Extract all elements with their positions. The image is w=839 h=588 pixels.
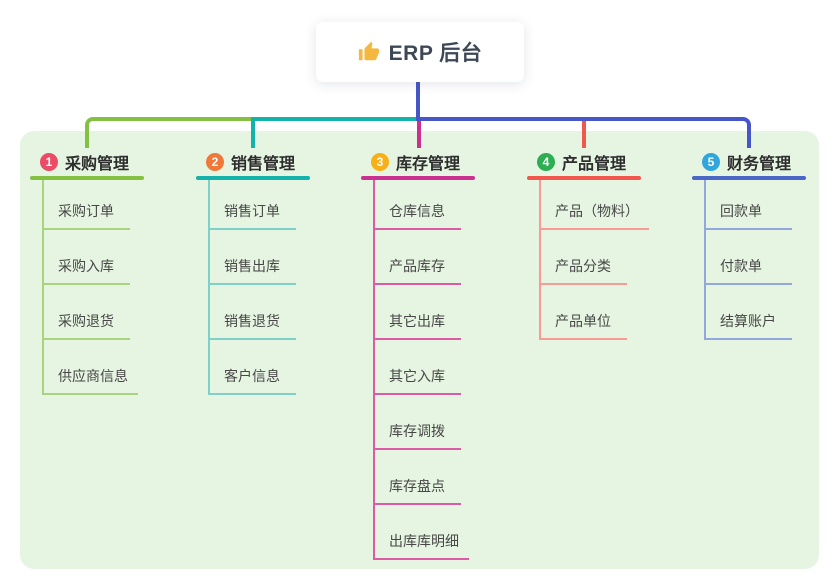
branches-panel [20,131,819,569]
child-node[interactable]: 采购退货 [42,310,130,340]
branch-badge: 2 [206,153,224,171]
branch-node-财务管理[interactable]: 5 财务管理 [692,150,791,174]
child-node[interactable]: 库存调拨 [373,420,461,450]
root-node[interactable]: ERP 后台 [316,22,524,82]
branch-badge: 4 [537,153,555,171]
thumbs-up-icon [358,41,380,63]
child-node[interactable]: 库存盘点 [373,475,461,505]
child-node[interactable]: 其它出库 [373,310,461,340]
child-node[interactable]: 结算账户 [704,310,792,340]
branch-title: 财务管理 [727,156,792,173]
child-node[interactable]: 出库库明细 [373,530,469,560]
connector-drop-branch-3 [417,121,421,148]
branch-badge: 3 [371,153,389,171]
connector-root-stem [416,82,420,121]
branch-2: 2 销售管理销售订单销售出库销售退货客户信息 [196,0,326,588]
child-node[interactable]: 仓库信息 [373,200,461,230]
branch-node-库存管理[interactable]: 3 库存管理 [361,150,460,174]
child-node[interactable]: 产品单位 [539,310,627,340]
root-node-title: ERP 后台 [388,42,483,65]
branch-badge: 1 [40,153,58,171]
child-node[interactable]: 回款单 [704,200,792,230]
branch-title: 销售管理 [231,156,296,173]
child-node[interactable]: 产品（物料） [539,200,649,230]
child-node[interactable]: 采购订单 [42,200,130,230]
branch-node-采购管理[interactable]: 1 采购管理 [30,150,129,174]
branch-node-销售管理[interactable]: 2 销售管理 [196,150,295,174]
branch-title: 采购管理 [65,156,130,173]
child-node[interactable]: 产品库存 [373,255,461,285]
branch-title: 库存管理 [396,156,461,173]
child-node[interactable]: 产品分类 [539,255,627,285]
connector-segment-middle [251,117,416,121]
connector-segment-left [85,117,251,148]
connector-drop-branch-2 [251,121,255,148]
child-node[interactable]: 采购入库 [42,255,130,285]
connector-drop-branch-4 [582,121,586,148]
branch-title: 产品管理 [562,156,627,173]
connector-segment-right [416,117,751,148]
child-node[interactable]: 销售退货 [208,310,296,340]
child-node[interactable]: 销售出库 [208,255,296,285]
branch-4: 4 产品管理产品（物料） 产品分类产品单位 [527,0,657,588]
child-node[interactable]: 客户信息 [208,365,296,395]
child-node[interactable]: 销售订单 [208,200,296,230]
child-node[interactable]: 付款单 [704,255,792,285]
child-node[interactable]: 供应商信息 [42,365,138,395]
branch-node-产品管理[interactable]: 4 产品管理 [527,150,626,174]
branch-badge: 5 [702,153,720,171]
child-node[interactable]: 其它入库 [373,365,461,395]
